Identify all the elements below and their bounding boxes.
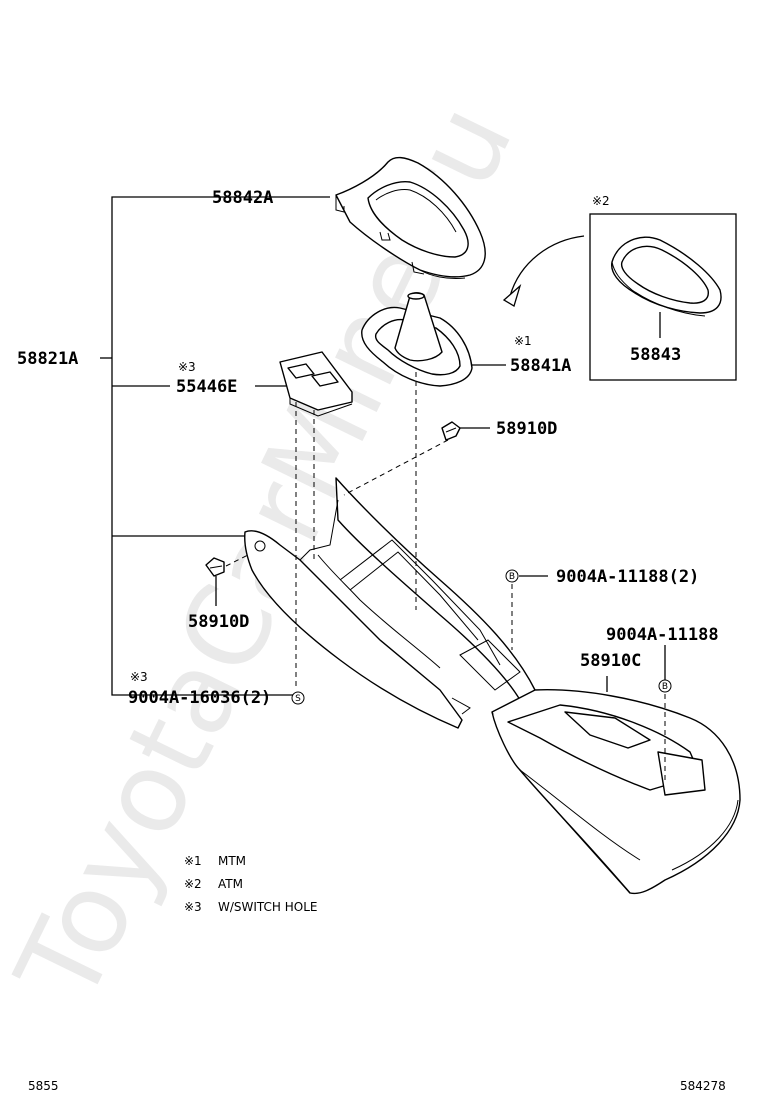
- legend-text-2: ATM: [218, 877, 243, 891]
- legend-mark-2: ※2: [184, 877, 202, 891]
- label-58910C: 58910C: [580, 651, 641, 671]
- svg-text:B: B: [662, 682, 668, 692]
- label-58821A: 58821A: [17, 349, 78, 369]
- clip-58910D-upper: [441, 421, 461, 441]
- fastener-symbol-s: S: [291, 691, 305, 705]
- console-rear-box: [491, 689, 741, 895]
- svg-text:S: S: [295, 694, 301, 704]
- switch-bezel-55446E: [279, 351, 353, 417]
- mark-note3-9004A-16036: ※3: [130, 670, 148, 684]
- label-9004A-11188-2: 9004A-11188(2): [556, 567, 699, 587]
- fastener-symbol-b-1: B: [505, 569, 519, 583]
- label-9004A-16036-2: 9004A-16036(2): [128, 688, 271, 708]
- mark-note3-55446E: ※3: [178, 360, 196, 374]
- arrow-shaft: [509, 235, 585, 297]
- legend-text-1: MTM: [218, 854, 246, 868]
- mark-note2-58843: ※2: [592, 194, 610, 208]
- label-58910D-upper: 58910D: [496, 419, 557, 439]
- legend-mark-1: ※1: [184, 854, 202, 868]
- legend: ※1 MTM ※2 ATM ※3 W/SWITCH HOLE: [184, 854, 318, 914]
- footer-figure-code: 584278: [680, 1079, 726, 1093]
- console-front-section: [244, 477, 536, 729]
- svg-text:B: B: [509, 572, 515, 582]
- upper-panel-58842A: [335, 156, 486, 279]
- arrow-head: [502, 284, 522, 307]
- label-58842A: 58842A: [212, 188, 273, 208]
- label-9004A-11188: 9004A-11188: [606, 625, 719, 645]
- footer-page-code: 5855: [28, 1079, 59, 1093]
- fastener-symbol-b-2: B: [658, 679, 672, 693]
- atm-bezel-58843: [611, 236, 722, 317]
- projection-lines: [225, 372, 666, 780]
- label-55446E: 55446E: [176, 377, 237, 397]
- legend-mark-3: ※3: [184, 900, 202, 914]
- label-58843: 58843: [630, 345, 681, 365]
- label-58910D-lower: 58910D: [188, 612, 249, 632]
- atm-bezel-box: [589, 213, 737, 381]
- shift-boot-58841A: [361, 292, 473, 387]
- label-58841A: 58841A: [510, 356, 571, 376]
- mark-note1-58841A: ※1: [514, 334, 532, 348]
- clip-58910D-lower: [205, 557, 225, 577]
- legend-text-3: W/SWITCH HOLE: [218, 900, 318, 914]
- assembly-bracket: [100, 196, 330, 696]
